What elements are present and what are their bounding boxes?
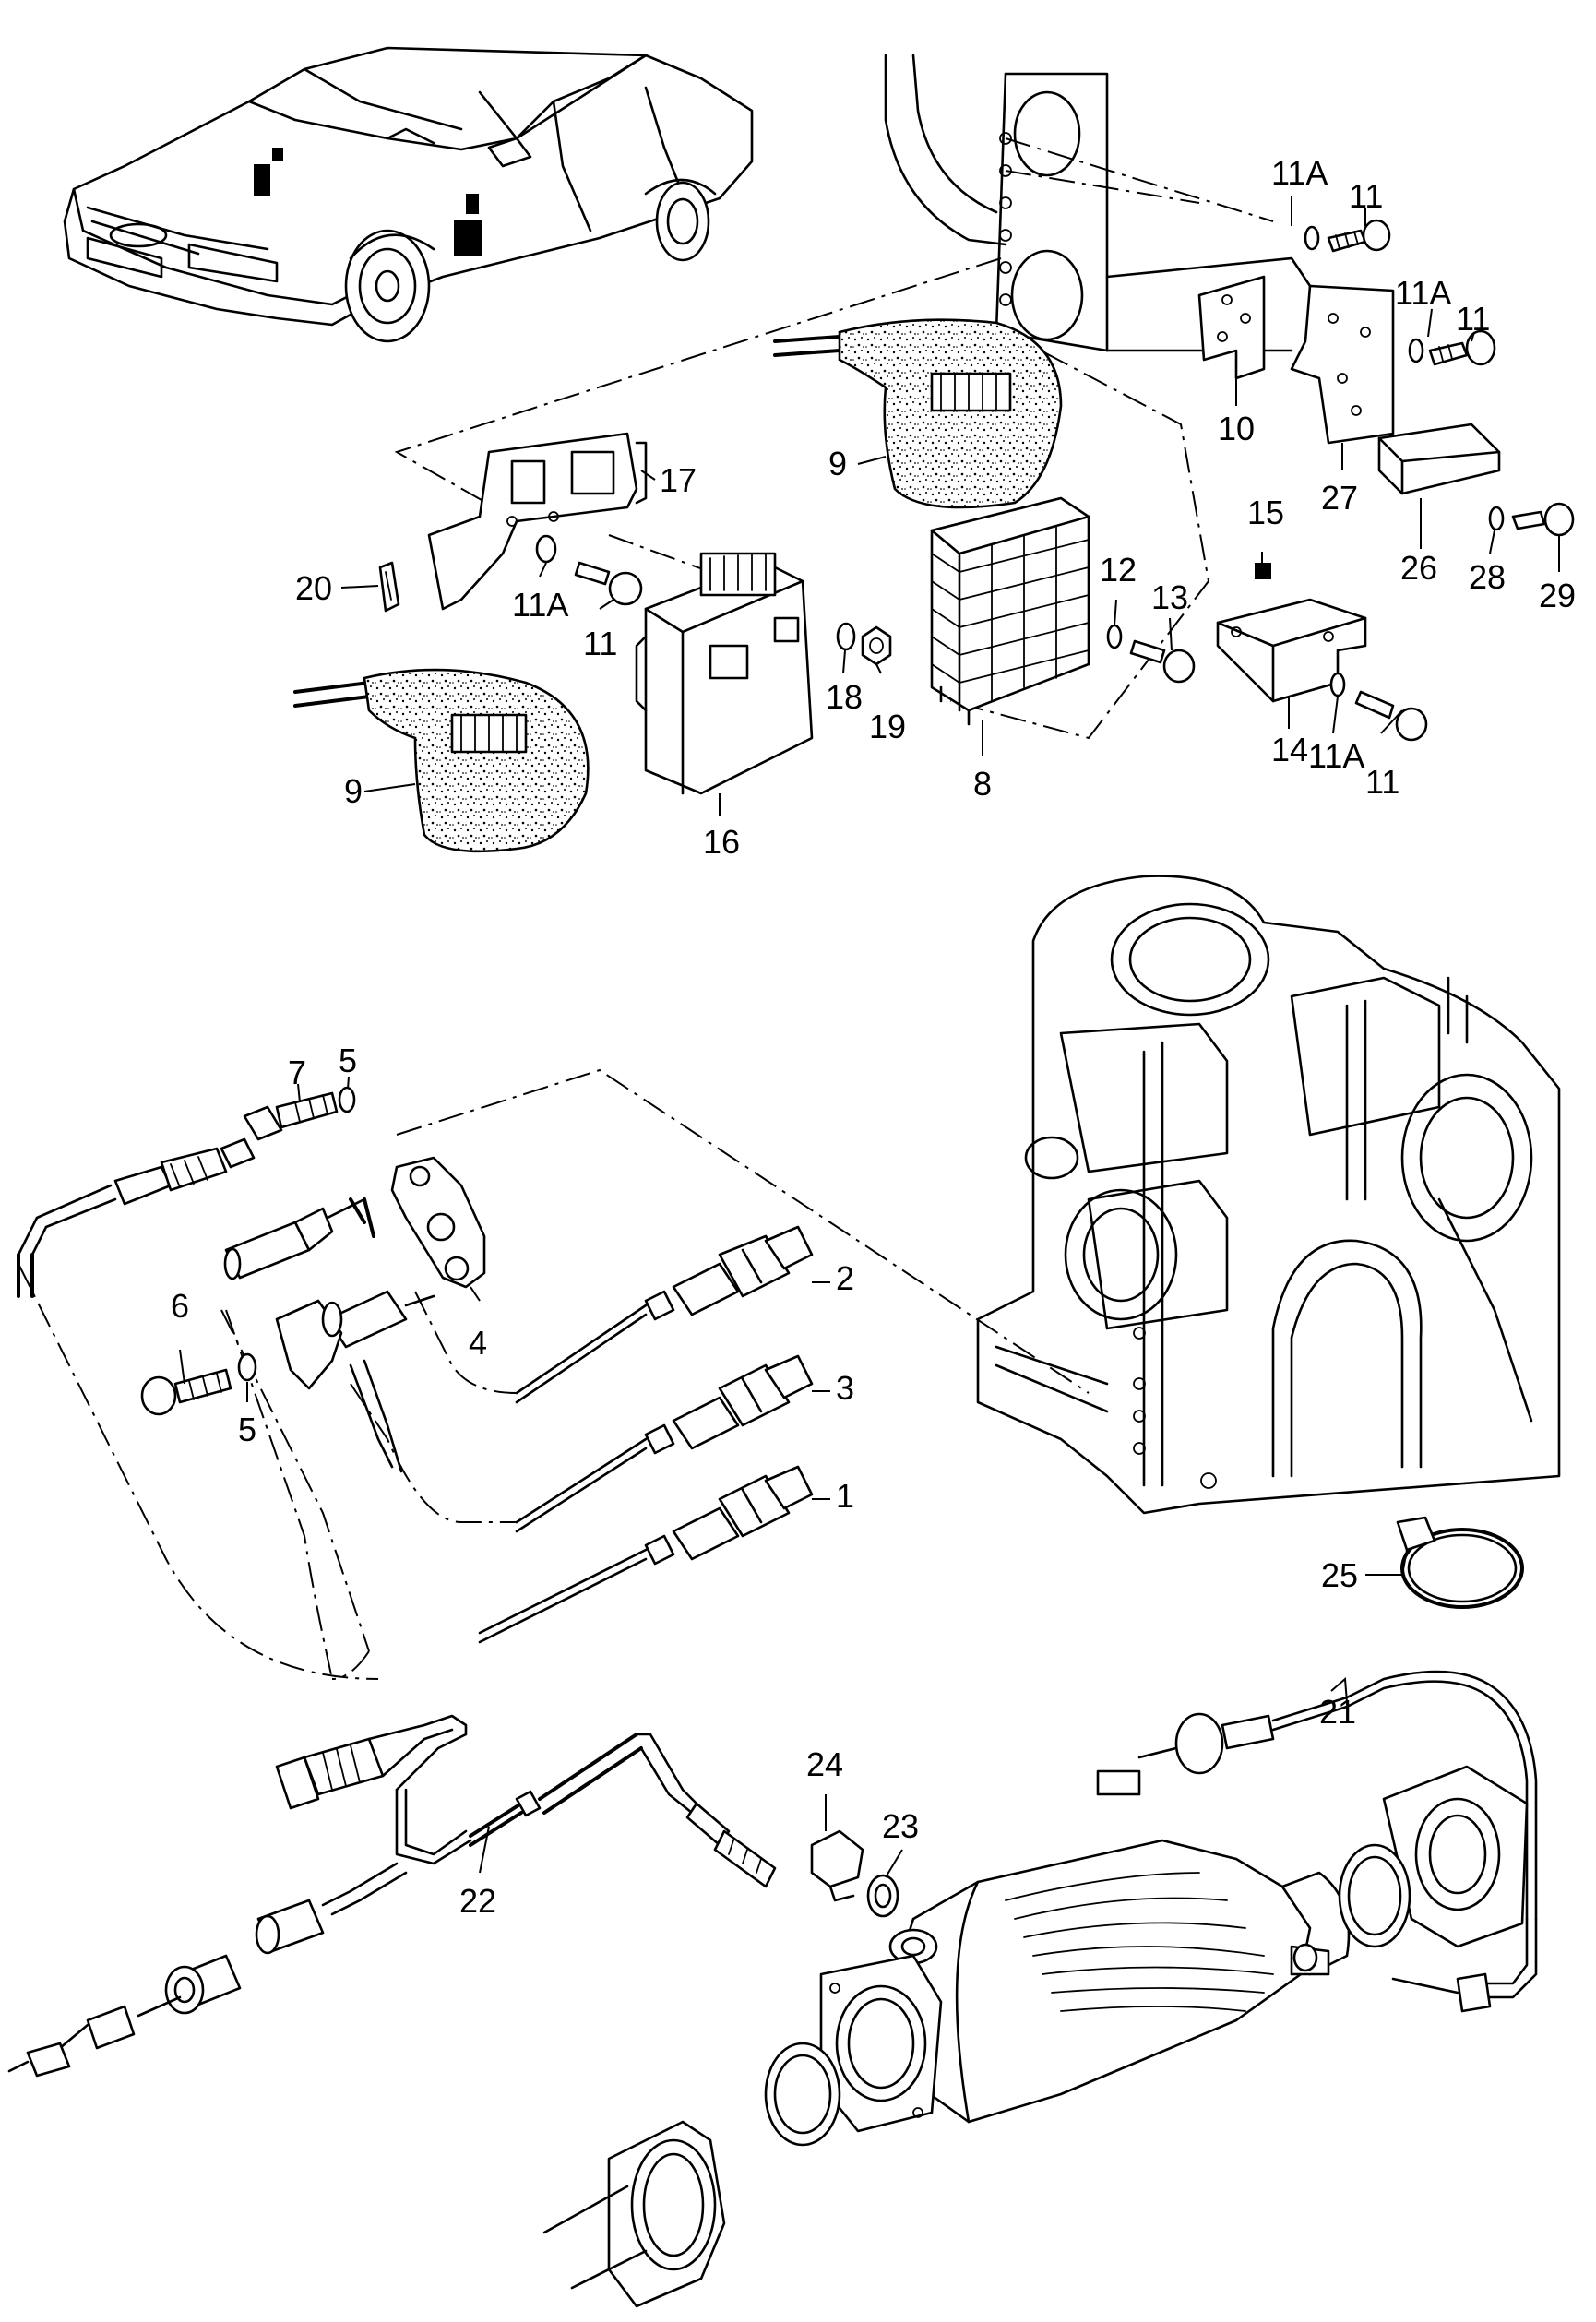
part-label-18: 18	[826, 678, 863, 716]
screw-11-d	[535, 534, 643, 606]
speed-sensor	[223, 1197, 375, 1280]
bolt-7	[243, 1091, 339, 1141]
part-label-7: 7	[288, 1054, 306, 1091]
part-labels: 11A 11 11A 11 10 27 26 28 29 9 15 12 13 …	[171, 154, 1576, 1920]
part-label-17: 17	[660, 461, 697, 499]
nut-19	[861, 625, 892, 666]
screw-11-c	[1329, 672, 1428, 742]
screw-11-b	[1408, 329, 1496, 366]
part-label-15: 15	[1247, 494, 1284, 531]
bracket-27	[1290, 284, 1395, 445]
assembly-lines-mid	[18, 1068, 1090, 1680]
screw-11-a	[1304, 219, 1391, 253]
engine-control-unit-16	[635, 552, 814, 795]
oxygen-sensor-cable	[17, 1137, 256, 1298]
part-label-28: 28	[1469, 558, 1506, 596]
engine-block	[976, 875, 1561, 1515]
part-label-11A: 11A	[1271, 154, 1328, 192]
part-label-5: 5	[238, 1411, 256, 1448]
bolt-6	[140, 1368, 232, 1416]
wiring-harness-9-upper	[773, 318, 1063, 509]
part-label-13: 13	[1151, 578, 1188, 616]
plug-connector-3	[515, 1354, 814, 1533]
relay-26	[1377, 423, 1501, 495]
exhaust-rear-flange	[1382, 1765, 1529, 1948]
bracket-14	[1216, 598, 1367, 703]
exhaust-gasket-rear	[1338, 1843, 1411, 1948]
part-label-11A: 11A	[512, 586, 568, 624]
sensor-bracket-4	[390, 1156, 486, 1289]
part-label-25: 25	[1321, 1556, 1358, 1594]
reference-sensor	[275, 1290, 435, 1473]
part-label-11A: 11A	[1308, 737, 1364, 775]
exhaust-gasket-front	[764, 2042, 841, 2147]
part-label-16: 16	[703, 823, 740, 861]
part-label-27: 27	[1321, 479, 1358, 517]
part-label-19: 19	[869, 708, 906, 745]
part-label-23: 23	[882, 1807, 919, 1845]
part-label-22: 22	[459, 1882, 496, 1920]
clip-15	[1255, 563, 1271, 579]
washer-5-top	[338, 1086, 356, 1113]
washer-18	[836, 622, 856, 651]
part-label-21: 21	[1319, 1693, 1356, 1731]
exhaust-pipe-front	[542, 2120, 726, 2308]
part-label-9: 9	[828, 445, 847, 482]
part-label-11: 11	[583, 625, 617, 662]
part-label-1: 1	[836, 1477, 854, 1515]
part-label-3: 3	[836, 1369, 854, 1407]
car-illustration	[63, 46, 754, 343]
part-label-11: 11	[1349, 177, 1383, 215]
assembly-lines-upper	[394, 137, 1274, 740]
part-label-14: 14	[1271, 731, 1308, 768]
part-label-8: 8	[973, 765, 992, 803]
exhaust-front-flange	[819, 1954, 943, 2133]
exhaust-temp-sensor-21	[1096, 1670, 1538, 2013]
relay-carrier-8	[930, 496, 1090, 726]
washer-5-bottom	[237, 1352, 257, 1382]
part-label-11: 11	[1365, 763, 1399, 801]
part-label-11: 11	[1456, 300, 1490, 338]
part-label-20: 20	[295, 569, 332, 607]
part-label-11A: 11A	[1395, 274, 1451, 312]
screw-29	[1488, 502, 1575, 537]
plug-connector-1	[478, 1465, 814, 1644]
screw-13	[1106, 624, 1196, 684]
part-label-4: 4	[469, 1324, 487, 1362]
hose-clamp-25	[1396, 1516, 1524, 1609]
plug-24	[810, 1829, 864, 1902]
part-label-9: 9	[344, 772, 363, 810]
plug-connector-2	[515, 1225, 814, 1404]
seal-23	[866, 1874, 899, 1918]
part-label-2: 2	[836, 1259, 854, 1297]
part-label-26: 26	[1400, 549, 1437, 587]
bracket-17	[427, 432, 648, 611]
part-label-12: 12	[1100, 551, 1137, 589]
catalytic-converter	[888, 1839, 1351, 2124]
lambda-probe-rear	[1290, 1943, 1330, 1976]
wiring-harness-9-lower	[293, 668, 590, 853]
part-label-5: 5	[339, 1042, 357, 1079]
lambda-probe-22	[7, 1714, 777, 2078]
part-label-29: 29	[1539, 577, 1576, 614]
part-label-10: 10	[1218, 410, 1255, 447]
part-label-6: 6	[171, 1287, 189, 1325]
connector-20	[378, 561, 400, 613]
part-label-24: 24	[806, 1745, 843, 1783]
leader-lines	[179, 196, 1560, 1878]
bracket-10	[1197, 275, 1266, 380]
